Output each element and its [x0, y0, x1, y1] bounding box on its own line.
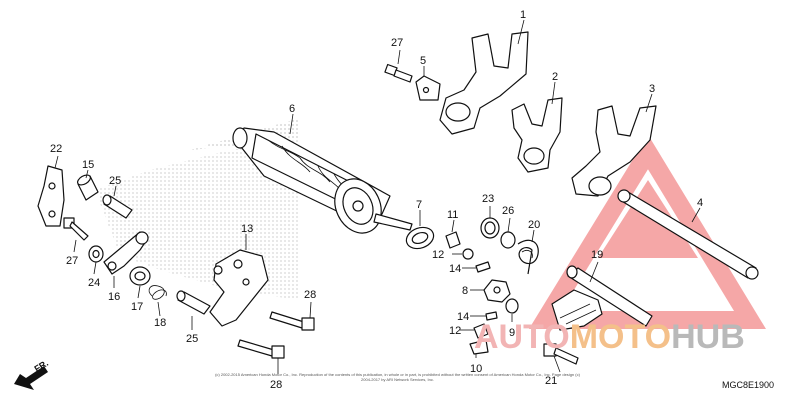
- washer-23: [480, 206, 500, 239]
- callout-25-lower: 25: [186, 333, 198, 345]
- shift-fork-2: [511, 81, 563, 173]
- watermark-part-3: HUB: [671, 318, 745, 356]
- bolt-27-top: [384, 49, 413, 83]
- plate-10: [469, 339, 489, 358]
- callout-24: 24: [88, 277, 100, 289]
- callout-11: 11: [447, 209, 458, 221]
- bolt-21: [543, 343, 579, 373]
- collar-25-lower: [176, 290, 211, 330]
- washer-9: [505, 298, 519, 322]
- callout-5: 5: [420, 55, 426, 67]
- bushing-26: [500, 217, 516, 249]
- pin-11: [445, 219, 461, 249]
- callout-4: 4: [697, 197, 703, 209]
- callout-labels: 1 2 3 4 5 6 7 8 9 10 11 12 12 13 14 14 1…: [50, 9, 703, 391]
- fork-shaft: [617, 189, 759, 280]
- shift-fork-3: [571, 93, 657, 197]
- callout-9: 9: [509, 327, 515, 339]
- callout-15: 15: [82, 159, 94, 171]
- callout-19: 19: [591, 249, 603, 261]
- bolt-28-upper: [269, 301, 315, 331]
- shift-drum: [232, 113, 413, 234]
- callout-21: 21: [545, 375, 557, 387]
- bearing-7: [405, 210, 435, 250]
- callout-14-upper: 14: [449, 263, 461, 275]
- callout-27-left: 27: [66, 255, 78, 267]
- callout-17: 17: [131, 301, 143, 313]
- callout-28-lower: 28: [270, 379, 282, 391]
- shift-cam-8: [470, 279, 511, 303]
- collar-15: [77, 169, 99, 201]
- bolt-12-upper: [452, 248, 474, 260]
- callout-27-top: 27: [391, 37, 403, 49]
- copyright-notice: (c) 2002-2015 American Honda Motor Co., …: [215, 372, 580, 382]
- watermark-part-1: AUTO: [474, 318, 570, 356]
- shift-spindle-19: [551, 261, 653, 331]
- stopper-plate-22: [37, 155, 65, 227]
- guide-plate-13: [209, 234, 269, 327]
- washer-24: [88, 245, 104, 275]
- pin-14-upper: [462, 261, 491, 273]
- shift-fork-1: [439, 19, 529, 135]
- bolt-27-left: [63, 217, 89, 253]
- watermark-part-2: MOTO: [569, 318, 672, 356]
- return-spring-20: [517, 229, 539, 275]
- callout-8: 8: [462, 285, 468, 297]
- bracket-5: [415, 66, 441, 101]
- collar-25-upper: [102, 185, 133, 219]
- callout-12-lower: 12: [449, 325, 461, 337]
- callout-6: 6: [289, 103, 295, 115]
- spring-18: [148, 285, 167, 317]
- stopper-arm-16: [103, 231, 149, 288]
- callout-10: 10: [470, 363, 482, 375]
- watermark-wordmark: AUTOMOTOHUB: [474, 318, 745, 357]
- callout-16: 16: [108, 291, 120, 303]
- callout-18: 18: [154, 317, 166, 329]
- bolt-12-lower: [460, 323, 489, 339]
- callout-25-upper: 25: [109, 175, 121, 187]
- callout-23: 23: [482, 193, 494, 205]
- front-direction-arrow: [14, 366, 48, 390]
- callout-2: 2: [552, 71, 558, 83]
- callout-26: 26: [502, 205, 514, 217]
- callout-3: 3: [649, 83, 655, 95]
- callout-12-upper: 12: [432, 249, 444, 261]
- callout-22: 22: [50, 143, 62, 155]
- callout-20: 20: [528, 219, 540, 231]
- callout-14-lower: 14: [457, 311, 469, 323]
- roller-17: [129, 266, 151, 299]
- pin-14-lower: [470, 311, 498, 321]
- callout-7: 7: [416, 199, 422, 211]
- callout-28-upper: 28: [304, 289, 316, 301]
- bolt-28-lower: [237, 339, 285, 374]
- diagram-code: MGC8E1900: [721, 380, 774, 390]
- callout-13: 13: [241, 223, 253, 235]
- callout-1: 1: [520, 9, 526, 21]
